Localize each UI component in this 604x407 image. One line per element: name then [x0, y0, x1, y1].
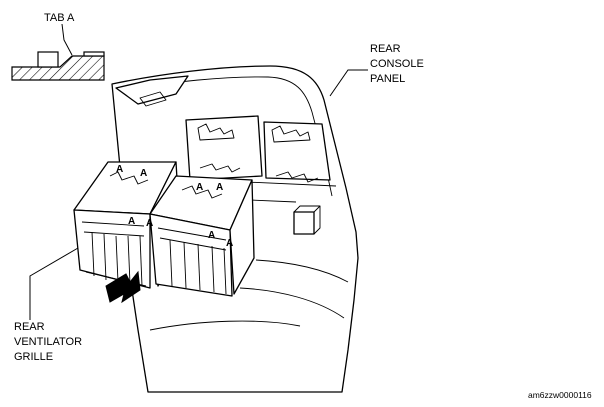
console-side-line — [245, 181, 337, 187]
console-lid — [115, 75, 189, 105]
rear-ventilator-grille-label-line1: REAR — [14, 321, 45, 333]
rear-ventilator-grille: REAR VENTILATOR GRILLE — [14, 161, 255, 363]
console-lower-contour — [255, 259, 349, 283]
grille-leader — [29, 247, 79, 320]
tab-a-label: TAB A — [44, 12, 75, 24]
tab-a-clip-left — [37, 51, 59, 68]
tab-marker-a-5: A — [128, 216, 135, 227]
console-boss — [293, 211, 315, 235]
grille-recess-right — [263, 121, 331, 181]
removal-arrow — [105, 270, 141, 304]
rear-ventilator-grille-label-line3: GRILLE — [14, 351, 53, 363]
grille-right-louvres — [157, 227, 227, 295]
tab-marker-a-4: A — [216, 182, 223, 193]
rear-ventilator-grille-label-line2: VENTILATOR — [14, 336, 82, 348]
rear-console-panel-label-line1: REAR — [370, 43, 401, 55]
recess-clip-tabs — [197, 123, 319, 183]
rear-console-panel-label-line2: CONSOLE — [370, 58, 424, 70]
grille-left-front — [73, 209, 151, 289]
tab-marker-a-7: A — [208, 230, 215, 241]
grille-right-front — [149, 213, 233, 297]
grille-recess-left — [185, 115, 263, 181]
console-bottom-fold — [149, 320, 301, 331]
console-side-line-2 — [249, 199, 297, 203]
grille-top-clips — [109, 171, 223, 199]
tab-a-clip-right — [83, 51, 105, 57]
tab-marker-a-3: A — [196, 182, 203, 193]
grille-left-louvres — [81, 221, 147, 287]
console-lower-contour-2 — [239, 287, 345, 319]
console-lid-detail — [139, 91, 167, 107]
tab-marker-a-8: A — [226, 238, 233, 249]
rear-console-panel-label-line3: PANEL — [370, 73, 405, 85]
tab-a-inset: TAB A — [11, 12, 105, 81]
tab-marker-a-2: A — [140, 168, 147, 179]
figure-code: am6zzw0000116 — [528, 390, 592, 400]
tab-markers: A A A A A A A A — [116, 164, 233, 249]
tab-marker-a-6: A — [146, 218, 153, 229]
tab-marker-a-1: A — [116, 164, 123, 175]
console-panel-leader — [329, 69, 368, 97]
grille-right-side — [229, 179, 255, 295]
tab-a-leader — [61, 23, 73, 56]
